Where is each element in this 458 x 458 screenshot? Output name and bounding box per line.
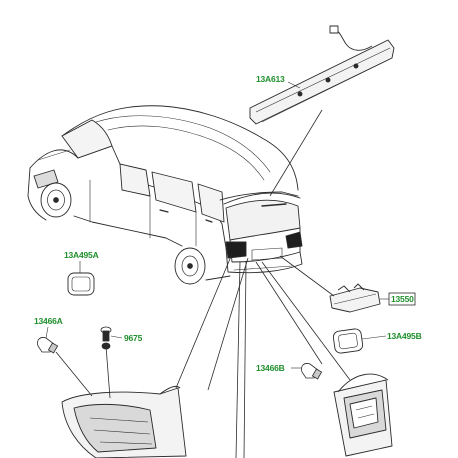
lamp-seal-left-inner [71, 276, 91, 292]
label-13a613: 13A613 [256, 74, 285, 84]
label-13a613-leader [287, 81, 301, 89]
bulb-right-part [301, 363, 323, 380]
lamp-seal-right-part [332, 328, 364, 354]
label-13466a: 13466A [34, 316, 63, 326]
licence-plate-lamp-part [329, 283, 381, 313]
label-9675: 9675 [124, 333, 143, 343]
label-13466b: 13466B [256, 363, 285, 373]
label-13a495b: 13A495B [387, 331, 422, 341]
label-13466a-leader [45, 326, 49, 339]
vehicle-illustration [27, 105, 303, 285]
leader-lines [55, 109, 351, 458]
screw-part [100, 326, 112, 350]
lamp-seal-left-part [67, 272, 95, 296]
label-13a495b-leader [361, 335, 387, 340]
rear-lamp-assembly-left [61, 385, 187, 458]
rear-lamp-assembly-right [333, 373, 393, 457]
bulb-left-part [37, 337, 59, 354]
label-13550: 13550 [391, 294, 414, 304]
label-13a495a: 13A495A [64, 250, 99, 260]
lamp-seal-right-inner [338, 332, 358, 350]
label-9675-leader [110, 335, 123, 339]
high-mount-stop-lamp-part [249, 25, 395, 125]
